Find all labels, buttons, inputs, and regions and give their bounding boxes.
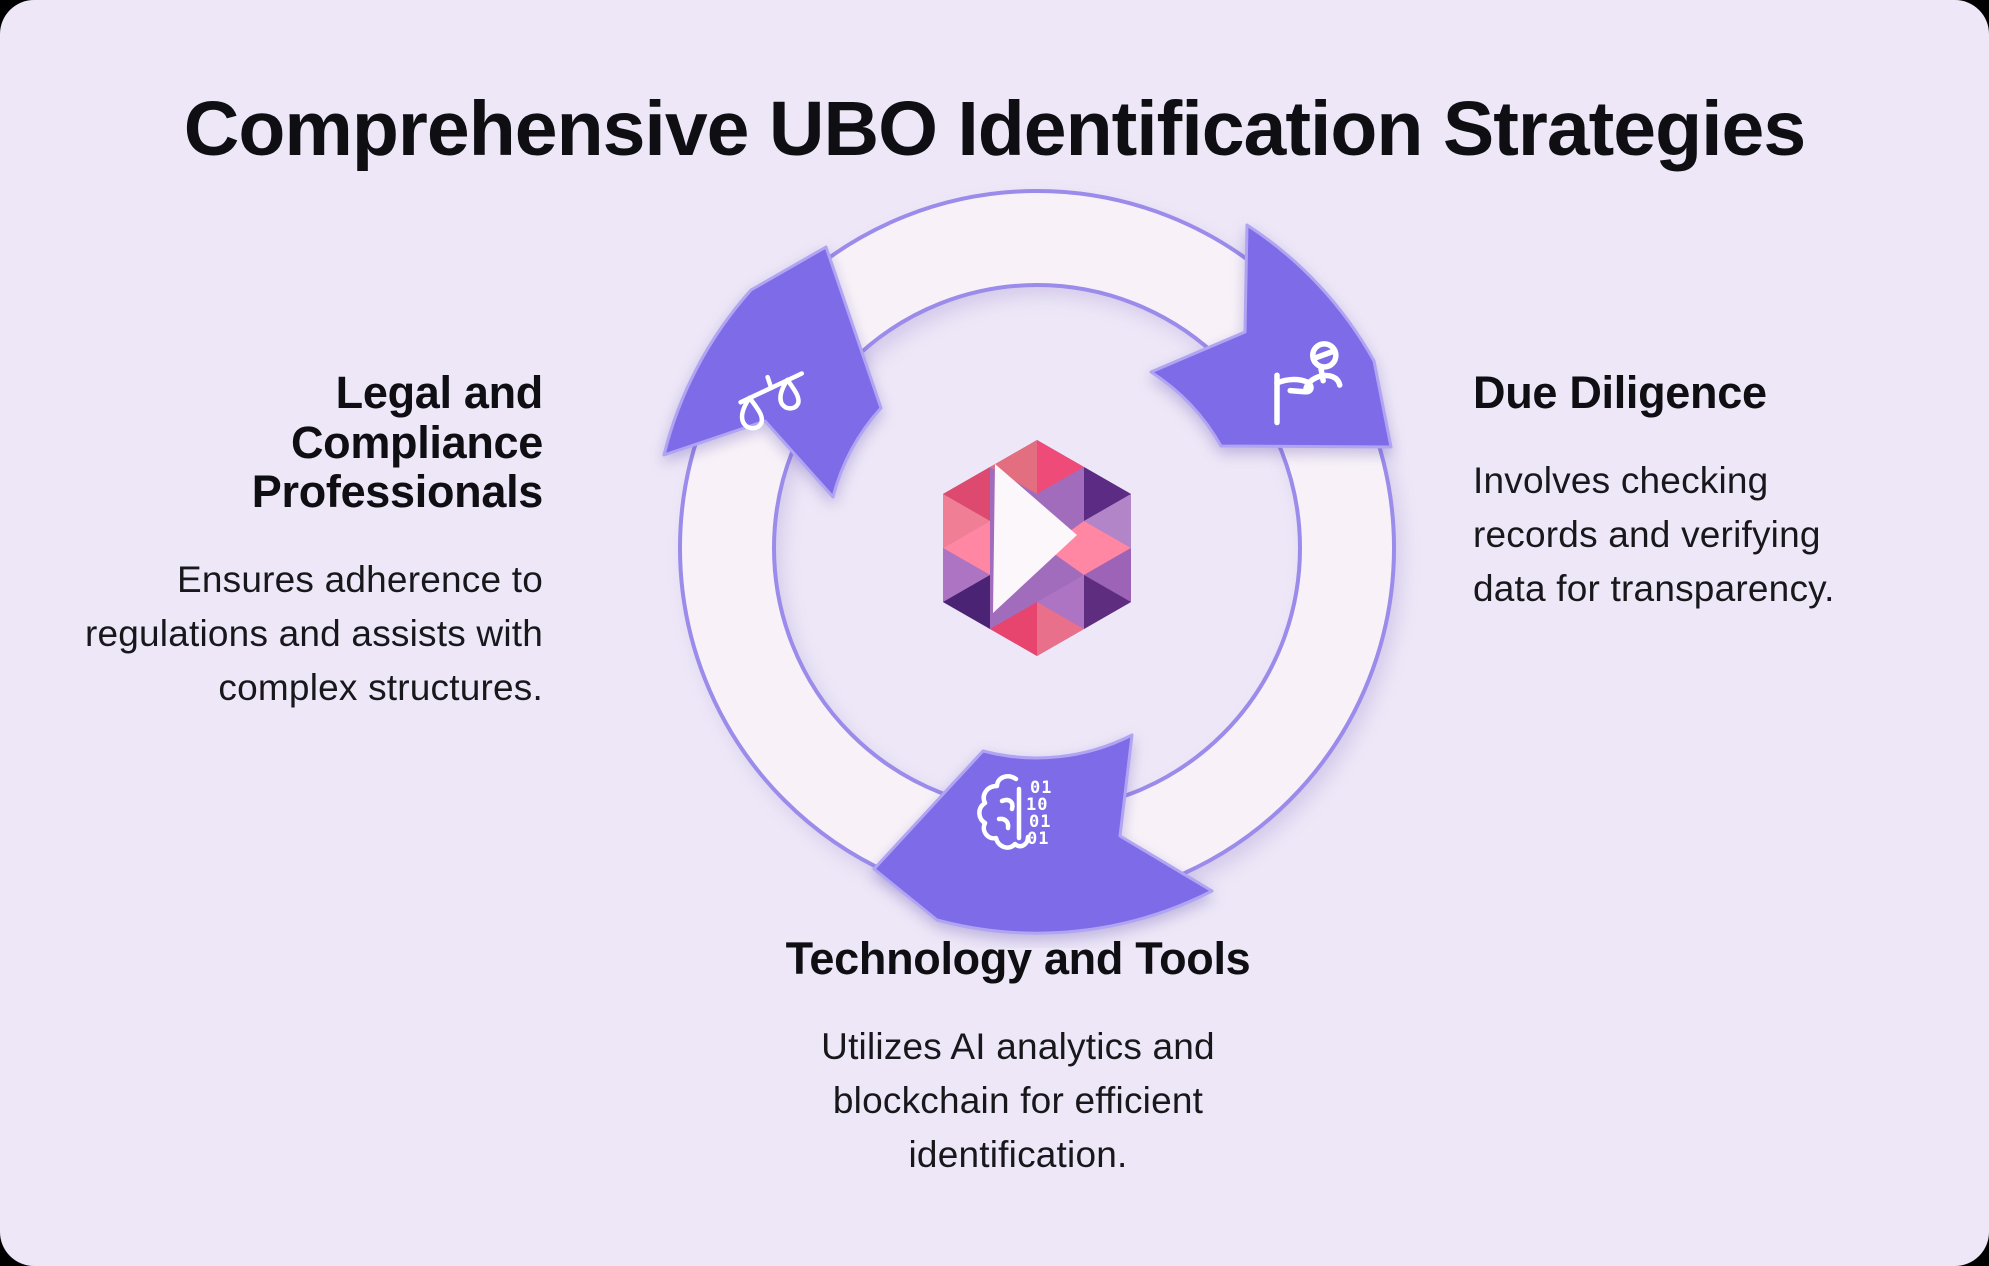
arrow-segment-technology: [872, 733, 1214, 935]
logo-facet: [943, 575, 990, 629]
cycle-diagram: 01 10 01 01: [662, 189, 1396, 935]
logo-facet: [1084, 575, 1131, 629]
section-diligence-heading: Due Diligence: [1473, 367, 1767, 418]
logo-facet: [1037, 575, 1084, 629]
binary-row-2: 10: [1026, 795, 1048, 815]
logo-play-cutout: [993, 464, 1077, 613]
logo-facet: [1084, 467, 1131, 521]
person-check-icon: [1274, 341, 1343, 426]
logo-facet: [943, 467, 990, 521]
binary-row-1: 01: [1030, 778, 1052, 798]
scales-icon: [738, 371, 805, 431]
logo-facet: [990, 602, 1037, 656]
logo-facet: [990, 440, 1037, 494]
section-diligence-body: Involves checking records and verifying …: [1473, 459, 1835, 610]
section-technology-heading: Technology and Tools: [785, 933, 1251, 984]
page-title: Comprehensive UBO Identification Strateg…: [183, 85, 1806, 172]
binary-row-4: 01: [1027, 829, 1049, 849]
section-legal: Legal and Compliance Professionals Ensur…: [75, 368, 543, 716]
arrow-segment-legal: [662, 245, 883, 499]
section-technology-body: Utilizes AI analytics and blockchain for…: [821, 1025, 1215, 1176]
section-diligence: Due Diligence Involves checking records …: [1473, 368, 1893, 617]
section-legal-body: Ensures adherence to regulations and ass…: [84, 558, 543, 709]
arrow-segment-diligence: [1149, 223, 1393, 449]
section-legal-heading: Legal and Compliance Professionals: [251, 367, 544, 517]
logo-facet: [1037, 602, 1084, 656]
logo-facet: [943, 494, 990, 548]
hexagon-logo: [943, 440, 1131, 656]
logo-facet: [943, 521, 990, 575]
logo-facet: [1084, 548, 1131, 602]
logo-facet: [1084, 494, 1131, 548]
logo-facet: [943, 548, 990, 602]
section-technology: Technology and Tools Utilizes AI analyti…: [763, 934, 1273, 1183]
binary-row-3: 01: [1029, 812, 1051, 832]
logo-facet: [1037, 440, 1084, 494]
logo-facet: [1037, 467, 1084, 521]
ai-brain-icon: 01 10 01 01: [977, 774, 1052, 850]
